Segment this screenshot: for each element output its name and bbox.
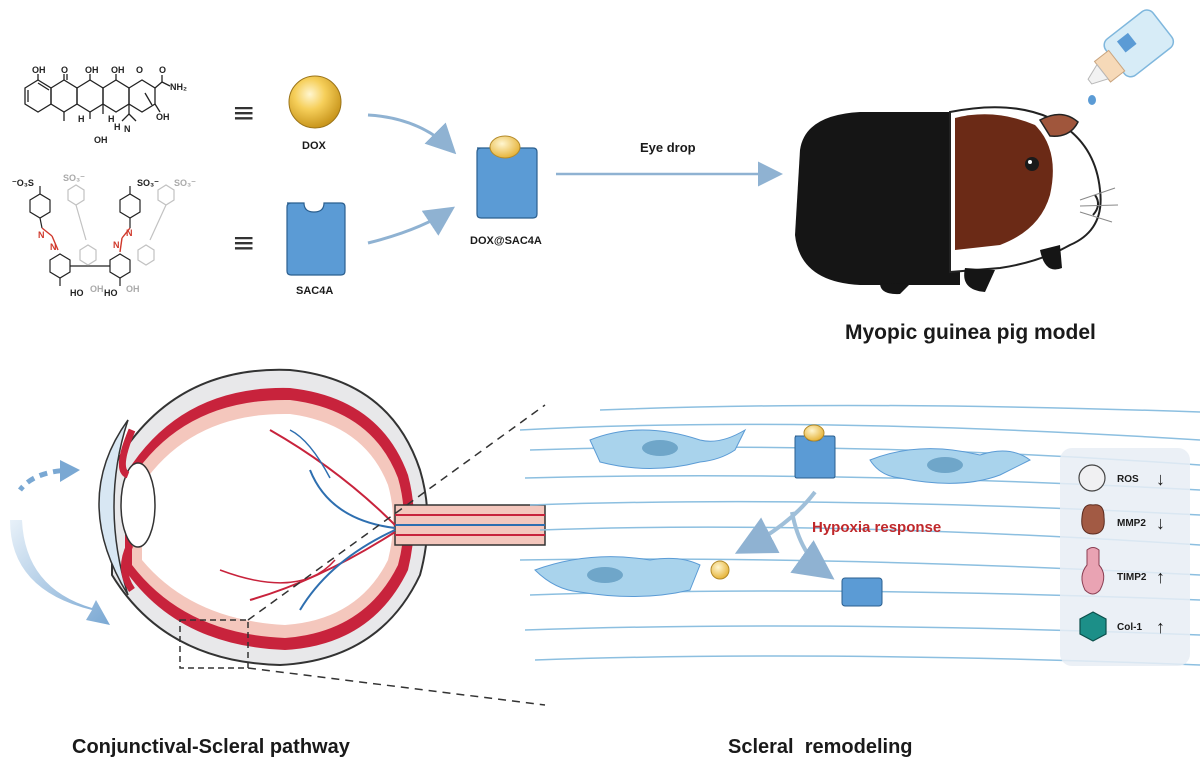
legend-mmp2-icon [1081,504,1105,535]
sac4a-atom-9: OH [90,284,104,294]
dox-atom-11: H [114,122,121,132]
dox-atom-5: O [159,65,166,75]
released-dox-icon [710,560,730,580]
zoom-line-bottom [247,667,546,706]
dox-atom-labels: OH O OH OH O O NH₂ OH H H OH H N [32,65,187,145]
legend-col1-label: Col-1 [1117,622,1142,633]
eyeball-illustration [98,368,546,667]
dox-atom-10: OH [94,135,108,145]
legend-col1-arrow: ↑ [1156,617,1165,637]
fibroblast-cell-3 [534,556,701,598]
hypoxia-label: Hypoxia response [812,519,941,536]
legend-col1-icon [1079,611,1107,642]
legend-panel [1060,448,1190,666]
sac4a-to-complex-arrow [367,206,455,245]
dox-label: DOX [302,140,327,152]
sac4a-atom-10: HO [104,288,118,298]
complex-label: DOX@SAC4A [470,235,542,247]
dox-atom-2: OH [85,65,99,75]
dox-structure [24,74,171,122]
zoom-line-top [247,404,546,621]
sclera-complex-dox-icon [803,424,825,442]
legend-items: ROS ↓ MMP2 ↓ TIMP2 ↑ Col-1 ↑ [1078,464,1165,642]
sac4a-atom-8: HO [70,288,84,298]
sac4a-atom-4: N [38,230,45,240]
dox-atom-7: OH [156,112,170,122]
sac4a-atom-1: SO₃⁻ [63,173,85,183]
scleral-path-arrow [10,520,110,625]
dox-sphere-icon [288,75,342,129]
eye-drop-label: Eye drop [640,140,696,155]
fibroblast-cell-2 [869,448,1031,484]
dox-to-complex-arrow [367,113,457,155]
zoom-region-box [179,619,249,669]
fibroblast-cell-1 [589,428,747,469]
sac4a-host-icon [286,202,346,276]
dropper-bottle-icon [1087,9,1175,105]
legend-mmp2-label: MMP2 [1117,518,1146,529]
pathway-title: Conjunctival-Scleral pathway [72,736,351,758]
dox-equiv-sign: ≡ [232,96,255,129]
guinea-pig-icon [795,106,1119,295]
dox-atom-12: N [124,124,131,134]
release-arrow-right [790,511,835,580]
sac4a-atom-6: N [126,228,133,238]
dox-atom-4: O [136,65,143,75]
complex-host-icon [476,147,538,219]
sac4a-equiv-sign: ≡ [232,226,255,259]
sac4a-atom-3: SO₃⁻ [174,178,196,188]
sac4a-atom-7: N [113,240,120,250]
sac4a-atom-labels: ⁻O₃S SO₃⁻ SO₃⁻ SO₃⁻ N N N N HO OH HO OH [12,173,196,298]
dox-atom-3: OH [111,65,125,75]
complex-dox-icon [489,135,521,159]
sac4a-atom-11: OH [126,284,140,294]
legend-timp2-arrow: ↑ [1156,567,1165,587]
dox-atom-9: H [108,114,115,124]
conjunctival-arrow-head [60,460,80,482]
dox-atom-6: NH₂ [170,82,187,92]
released-sac4a-icon [841,577,883,607]
sac4a-atom-0: ⁻O₃S [12,178,34,188]
sac4a-atom-2: SO₃⁻ [137,178,159,188]
model-title: Myopic guinea pig model [845,321,1096,344]
sac4a-atom-5: N [50,242,57,252]
dox-atom-0: OH [32,65,46,75]
remodeling-title: Scleral remodeling [728,736,913,758]
sclera-complex-host-icon [794,435,836,479]
sac4a-structure [29,184,175,286]
sac4a-label: SAC4A [296,285,333,297]
release-arrow-left [734,490,817,554]
legend-timp2-icon [1081,547,1105,595]
legend-mmp2-arrow: ↓ [1156,513,1165,533]
legend-timp2-label: TIMP2 [1117,572,1147,583]
legend-ros-arrow: ↓ [1156,469,1165,489]
legend-ros-icon [1078,464,1106,492]
dox-atom-1: O [61,65,68,75]
legend-ros-label: ROS [1117,474,1139,485]
dox-atom-8: H [78,114,85,124]
